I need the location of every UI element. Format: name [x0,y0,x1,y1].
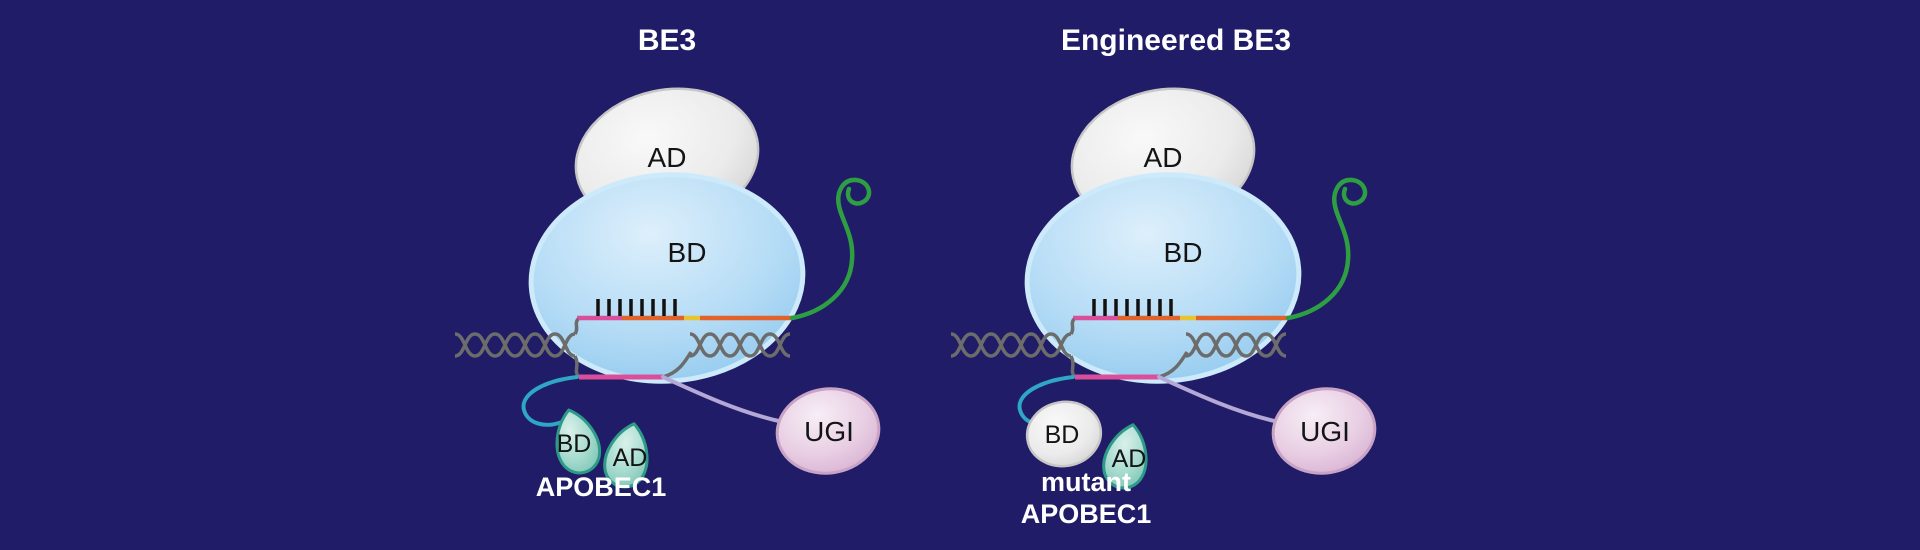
cas9-bd-label: BD [668,237,707,268]
apobec-bd-label: BD [1045,421,1080,449]
ugi-label: UGI [804,416,854,447]
apobec-name-line1: mutant [1041,467,1131,497]
mutant-apobec1-bd-blob [1025,400,1103,468]
ugi-label: UGI [1300,416,1350,447]
panel-title: Engineered BE3 [1061,24,1291,57]
be3-panel: BE3 AD BD BD AD APOBEC1 UGI [455,24,884,502]
apobec-ad-label: AD [1112,445,1147,473]
cas9-bd-label: BD [1164,237,1203,268]
apobec-name-label: APOBEC1 [536,472,667,502]
apobec-bd-label: BD [557,430,592,458]
cas9-ad-label: AD [1144,142,1183,173]
panel-title: BE3 [638,24,696,57]
apobec-name-line2: APOBEC1 [1021,499,1152,529]
apobec-ad-label: AD [613,444,648,472]
cas9-ad-label: AD [648,142,687,173]
engineered-be3-panel: Engineered BE3 AD BD BD AD mutant APOBEC… [951,24,1380,529]
